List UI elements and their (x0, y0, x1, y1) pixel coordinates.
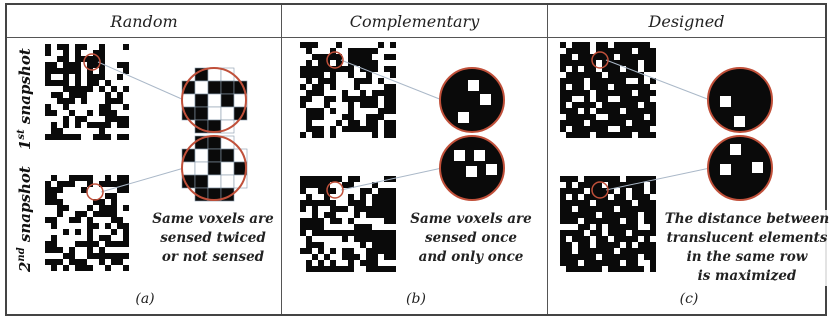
zoom-inset (708, 136, 772, 200)
inset-cell (480, 94, 491, 105)
inset-cell (486, 164, 497, 175)
inset-cell (734, 116, 745, 127)
inset-cell (194, 106, 209, 121)
inset-cell (207, 80, 222, 95)
inset-cell (207, 135, 222, 150)
header-random: Random (110, 11, 178, 31)
zoom-inset (708, 68, 772, 132)
binary-pattern (45, 44, 129, 140)
header-complementary: Complementary (349, 11, 480, 31)
highlight-circle (83, 53, 101, 71)
connector-line (97, 61, 185, 101)
zoom-inset-border (181, 67, 247, 133)
connector-line (605, 167, 711, 191)
binary-pattern (560, 176, 656, 272)
inset-cell (720, 164, 731, 175)
binary-pattern (560, 42, 656, 138)
inset-cell (207, 67, 222, 82)
connector-line (340, 59, 443, 101)
highlight-circle (591, 51, 609, 69)
figure-frame: Random Complementary Designed 1st snapsh… (5, 3, 827, 316)
inset-cell (181, 161, 196, 176)
inset-cell (181, 93, 196, 108)
inset-cell (220, 161, 235, 176)
inset-cell (194, 93, 209, 108)
inset-cell (194, 148, 209, 163)
connector-line (340, 167, 443, 191)
zoom-inset-border (439, 67, 505, 133)
connector-line (605, 59, 711, 101)
zoom-inset-border (707, 135, 773, 201)
inset-cell (720, 96, 731, 107)
binary-pattern (300, 42, 396, 138)
header-divider (7, 37, 825, 38)
inset-cell (220, 148, 235, 163)
inset-cell (207, 174, 222, 189)
caption-c: (c) (679, 291, 699, 307)
inset-cell (194, 174, 209, 189)
inset-cell (454, 150, 465, 161)
inset-cell (752, 162, 763, 173)
inset-cell (730, 144, 741, 155)
caption-b: (b) (406, 291, 426, 307)
inset-cell (220, 106, 235, 121)
highlight-circle (326, 181, 344, 199)
inset-cell (466, 166, 477, 177)
column-divider-2 (547, 5, 548, 314)
highlight-circle (86, 183, 104, 201)
highlight-circle (326, 51, 344, 69)
inset-cell (458, 112, 469, 123)
zoom-inset-border (181, 135, 247, 201)
caption-a: (a) (135, 291, 155, 307)
inset-cell (207, 106, 222, 121)
inset-cell (474, 150, 485, 161)
binary-pattern (300, 176, 396, 272)
inset-cell (194, 80, 209, 95)
highlight-circle (591, 181, 609, 199)
connector-line (100, 167, 185, 193)
inset-cell (220, 80, 235, 95)
column-divider-1 (281, 5, 282, 314)
header-designed: Designed (648, 11, 725, 31)
binary-pattern (45, 175, 129, 271)
inset-cell (207, 148, 222, 163)
inset-cell (207, 161, 222, 176)
zoom-inset-border (707, 67, 773, 133)
inset-cell (207, 93, 222, 108)
inset-cell (194, 161, 209, 176)
zoom-inset (440, 68, 504, 132)
inset-cell (220, 93, 235, 108)
inset-cell (468, 80, 479, 91)
inset-cell (220, 174, 235, 189)
zoom-inset-border (439, 135, 505, 201)
